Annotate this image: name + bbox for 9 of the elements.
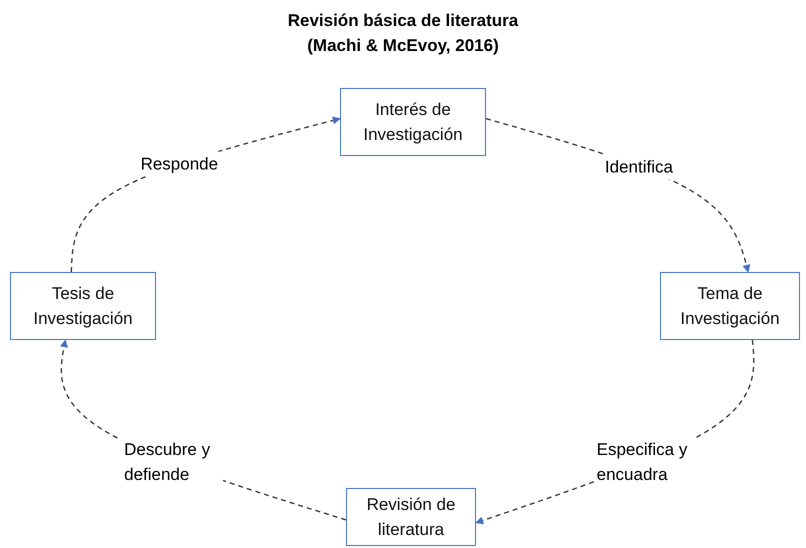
process-box bbox=[346, 488, 476, 546]
node-label: Tema de Investigación bbox=[679, 283, 781, 330]
node-label: Tesis de Investigación bbox=[32, 283, 134, 330]
process-box bbox=[10, 272, 156, 340]
node-label: Revisión de literatura bbox=[366, 494, 456, 541]
diagram-title: Revisión básica de literatura (Machi & McEvoy, 2016) bbox=[286, 10, 520, 57]
node-label: Interés de Investigación bbox=[362, 99, 464, 146]
process-box bbox=[660, 272, 800, 340]
process-box bbox=[340, 88, 486, 156]
